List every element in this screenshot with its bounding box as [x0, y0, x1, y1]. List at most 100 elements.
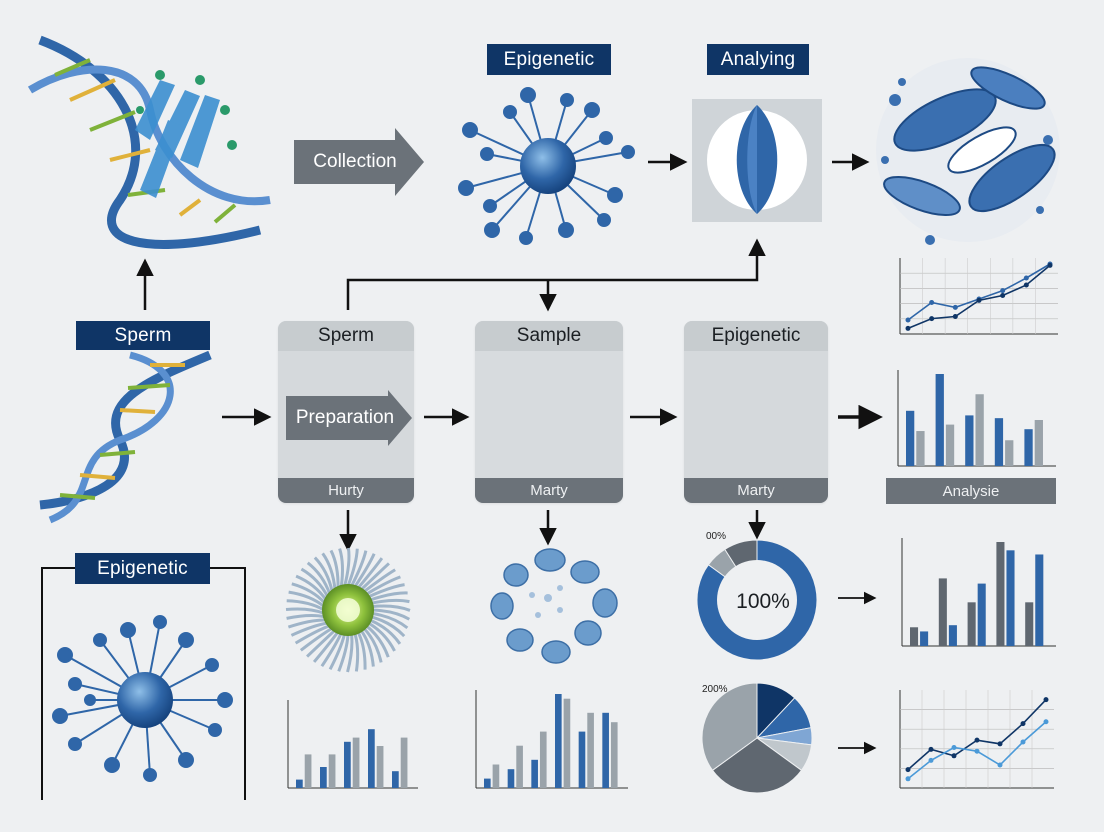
- chart-bar: [578, 731, 586, 788]
- card-sperm-title: Sperm: [278, 321, 414, 351]
- micelle-tail: [290, 621, 329, 637]
- card-sample-footer: Marty: [475, 478, 623, 503]
- micelle-tail: [362, 568, 396, 594]
- chart-point: [952, 314, 958, 319]
- chart-bar: [975, 394, 984, 466]
- chart-point: [952, 304, 958, 310]
- micelle-tail: [367, 583, 405, 599]
- chart-bar: [967, 602, 976, 646]
- chart-bar: [945, 424, 955, 466]
- card-sample: Sample Marty: [475, 321, 623, 503]
- chart-bar: [920, 631, 929, 646]
- analysis-footer: Analysie: [886, 478, 1056, 504]
- chart-series-line: [907, 263, 1051, 321]
- micelle-tail: [288, 590, 326, 608]
- micelle-tail: [306, 629, 337, 658]
- micelle-tail: [346, 548, 359, 587]
- chart-bar: [304, 754, 312, 788]
- dna-helix-top-icon: [27, 35, 271, 249]
- micelle-tail: [362, 627, 383, 663]
- chart-bar-right-bottom: [901, 538, 1056, 647]
- vesicle-cluster-icon: [490, 548, 618, 664]
- card-epigenetic-footer: Marty: [684, 478, 828, 503]
- micelle-tail: [370, 615, 406, 638]
- chart-bar: [320, 767, 327, 788]
- chart-bar: [906, 410, 915, 466]
- chart-point: [974, 737, 980, 743]
- micelle-tail: [295, 574, 328, 601]
- micelle-tail: [369, 618, 402, 645]
- chart-bar: [602, 712, 609, 788]
- chart-point: [905, 767, 911, 773]
- chart-point: [928, 757, 934, 763]
- micelle-tail: [306, 561, 332, 595]
- micelle-tail: [285, 607, 325, 615]
- chart-bar: [994, 418, 1004, 466]
- chart-bar: [344, 741, 351, 788]
- chart-point: [1020, 739, 1026, 745]
- micelle-tail: [299, 626, 334, 652]
- chart-bar: [376, 746, 384, 788]
- micelle-tail: [294, 624, 331, 645]
- micelle-tail: [338, 548, 345, 588]
- micelle-tail: [370, 598, 410, 605]
- chart-bar: [368, 729, 375, 788]
- donut-center-label: 100%: [736, 590, 790, 613]
- chart-point: [928, 746, 934, 752]
- chart-bar: [392, 771, 399, 788]
- dna-helix-left-icon: [39, 350, 212, 524]
- micelle-tail: [321, 552, 337, 590]
- collection-label: Collection: [313, 151, 397, 172]
- chart-slice: [696, 539, 818, 661]
- chart-bar: [938, 578, 947, 646]
- bacteria-cluster-icon: [876, 58, 1060, 245]
- chart-point: [951, 753, 957, 759]
- chart-slice: [701, 682, 758, 772]
- chart-point: [974, 748, 980, 754]
- top-epigenetic-label: Epigenetic: [487, 44, 611, 75]
- micelle-tail: [350, 550, 368, 587]
- collection-arrow-shape: [294, 128, 424, 196]
- chart-point: [1023, 282, 1029, 288]
- chart-bar: [935, 374, 944, 466]
- micelle-icon: [285, 547, 411, 673]
- chart-bar: [916, 431, 925, 466]
- micelle-tail: [320, 632, 343, 668]
- analyzing-lens-icon: [692, 99, 822, 222]
- chart-point: [997, 762, 1003, 768]
- chart-bar: [1025, 602, 1034, 646]
- micelle-tail: [300, 567, 330, 598]
- chart-bar-bottom-center: [475, 690, 628, 789]
- chart-bar: [1034, 420, 1043, 466]
- micelle-tail: [343, 547, 351, 587]
- card-sample-title: Sample: [475, 321, 623, 351]
- left-sperm-label: Sperm: [76, 321, 210, 350]
- chart-point: [1047, 262, 1053, 268]
- chart-bar: [352, 737, 360, 788]
- micelle-tail: [365, 575, 401, 596]
- micelle-tail: [356, 557, 384, 590]
- micelle-tail: [369, 591, 408, 602]
- micelle-tail: [328, 633, 347, 671]
- chart-series-line: [907, 699, 1047, 771]
- chart-slice: [711, 737, 803, 794]
- preparation-arrow-shape: [286, 390, 412, 446]
- chart-point: [1043, 697, 1049, 703]
- card-sperm-footer: Hurty: [278, 478, 414, 503]
- bottom-epigenetic-label: Epigenetic: [75, 553, 210, 584]
- cell-receptor-top-icon: [458, 87, 635, 245]
- chart-point: [929, 316, 935, 322]
- chart-donut: [696, 539, 818, 661]
- chart-bar: [1005, 440, 1014, 466]
- micelle-tail: [353, 553, 376, 588]
- micelle-tail: [359, 562, 390, 591]
- card-epigenetic-title: Epigenetic: [684, 321, 828, 351]
- chart-bar: [555, 694, 562, 788]
- chart-bar: [484, 778, 491, 788]
- card-epigenetic: Epigenetic Marty: [684, 321, 828, 503]
- donut-top-label: 00%: [706, 531, 727, 542]
- micelle-tail: [312, 630, 340, 663]
- chart-point: [905, 776, 911, 782]
- chart-point: [905, 317, 911, 323]
